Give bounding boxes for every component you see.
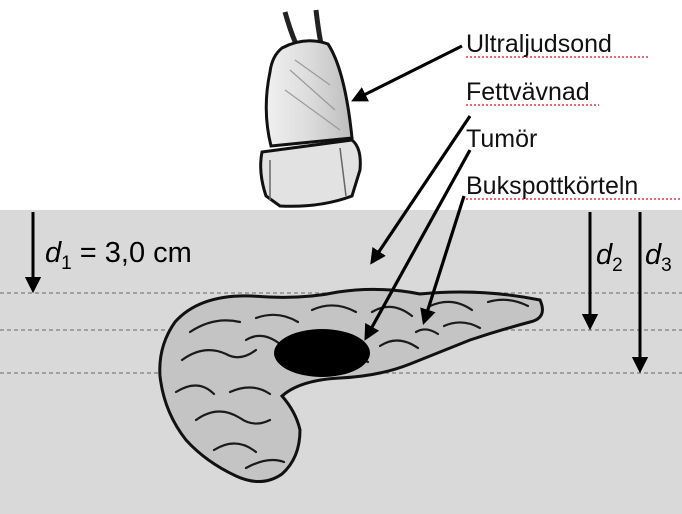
fat-label: Fettvävnad [466, 78, 590, 106]
ultrasound-probe [261, 10, 361, 206]
probe-label: Ultraljudsond [466, 30, 612, 58]
probe-pointer-arrow [354, 46, 462, 100]
pancreas-label: Bukspottkörteln [466, 172, 638, 200]
tumor [274, 329, 370, 377]
tumor-label: Tumör [466, 125, 537, 153]
